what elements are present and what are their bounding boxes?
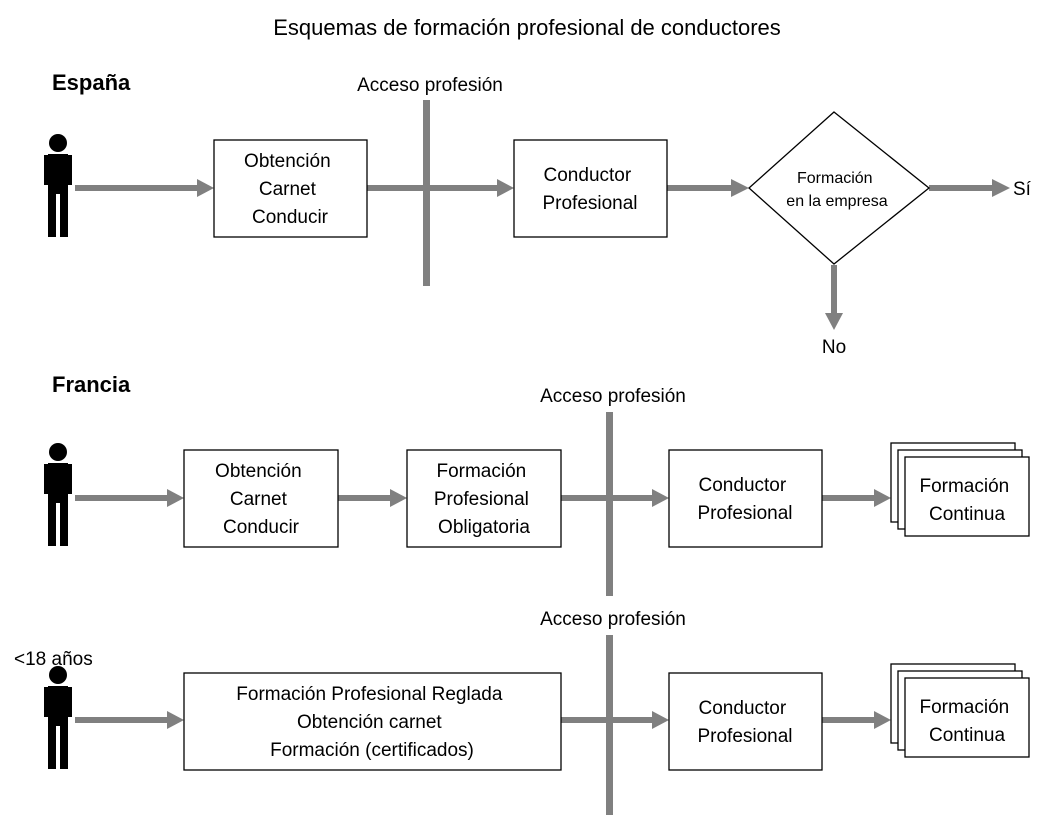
espana-arrow-person-to-carnet bbox=[75, 179, 214, 197]
francia-heading: Francia bbox=[52, 372, 131, 397]
espana-heading: España bbox=[52, 70, 131, 95]
espana-arrow-yes bbox=[929, 179, 1010, 197]
espana-access-bar bbox=[423, 100, 430, 286]
francia-route1-arrow-conductor-to-continua bbox=[822, 489, 891, 507]
diagram-title: Esquemas de formación profesional de con… bbox=[273, 15, 781, 40]
francia-route1-arrow-carnet-to-formacion bbox=[338, 489, 407, 507]
francia-route1-formacion-box bbox=[406, 449, 562, 548]
francia-route1-arrow-person-to-carnet bbox=[75, 489, 184, 507]
francia-route2-continua-stack bbox=[890, 663, 1030, 758]
espana-carnet-text: Obtención Carnet Conducir bbox=[244, 151, 336, 228]
francia-route1-continua-stack bbox=[890, 442, 1030, 537]
francia-route2-access-label: Acceso profesión bbox=[540, 609, 686, 630]
francia-route1-arrow-formacion-to-conductor bbox=[561, 489, 669, 507]
espana-no-label: No bbox=[822, 337, 846, 358]
espana-decision-text: Formación en la empresa bbox=[786, 170, 887, 210]
espana-access-label: Acceso profesión bbox=[357, 75, 503, 96]
francia-route2-arrow-conductor-to-continua bbox=[822, 711, 891, 729]
francia-route1-access-label: Acceso profesión bbox=[540, 386, 686, 407]
francia-route1-conductor-text: Conductor Profesional bbox=[697, 475, 792, 524]
francia-route2-reglada-box bbox=[183, 672, 562, 771]
espana-yes-label: Sí bbox=[1013, 179, 1032, 200]
francia-route2-continua-text: Formación Continua bbox=[919, 697, 1014, 746]
person-icon bbox=[44, 134, 72, 237]
francia-route2-age-label: <18 años bbox=[14, 649, 93, 670]
francia-route1-conductor-box bbox=[668, 449, 823, 548]
espana-conductor-text: Conductor Profesional bbox=[542, 165, 637, 214]
francia-route2-access-bar bbox=[606, 635, 613, 815]
espana-decision-diamond bbox=[748, 111, 931, 265]
espana-conductor-box bbox=[513, 139, 668, 238]
person-icon bbox=[44, 666, 72, 769]
francia-route2-arrow-reglada-to-conductor bbox=[561, 711, 669, 729]
espana-arrow-carnet-to-conductor bbox=[367, 179, 514, 197]
francia-route2-arrow-person-to-reglada bbox=[75, 711, 184, 729]
francia-route1-formacion-text: Formación Profesional Obligatoria bbox=[434, 461, 534, 538]
francia-route1-continua-text: Formación Continua bbox=[919, 476, 1014, 525]
francia-route1-carnet-box bbox=[183, 449, 339, 548]
francia-route1-carnet-text: Obtención Carnet Conducir bbox=[215, 461, 307, 538]
espana-arrow-conductor-to-decision bbox=[667, 179, 749, 197]
francia-route2-reglada-text: Formación Profesional Reglada Obtención … bbox=[236, 684, 507, 761]
espana-arrow-no bbox=[825, 265, 843, 330]
francia-route1-access-bar bbox=[606, 412, 613, 596]
francia-route2-conductor-text: Conductor Profesional bbox=[697, 698, 792, 747]
person-icon bbox=[44, 443, 72, 546]
espana-carnet-box bbox=[213, 139, 368, 238]
francia-route2-conductor-box bbox=[668, 672, 823, 771]
